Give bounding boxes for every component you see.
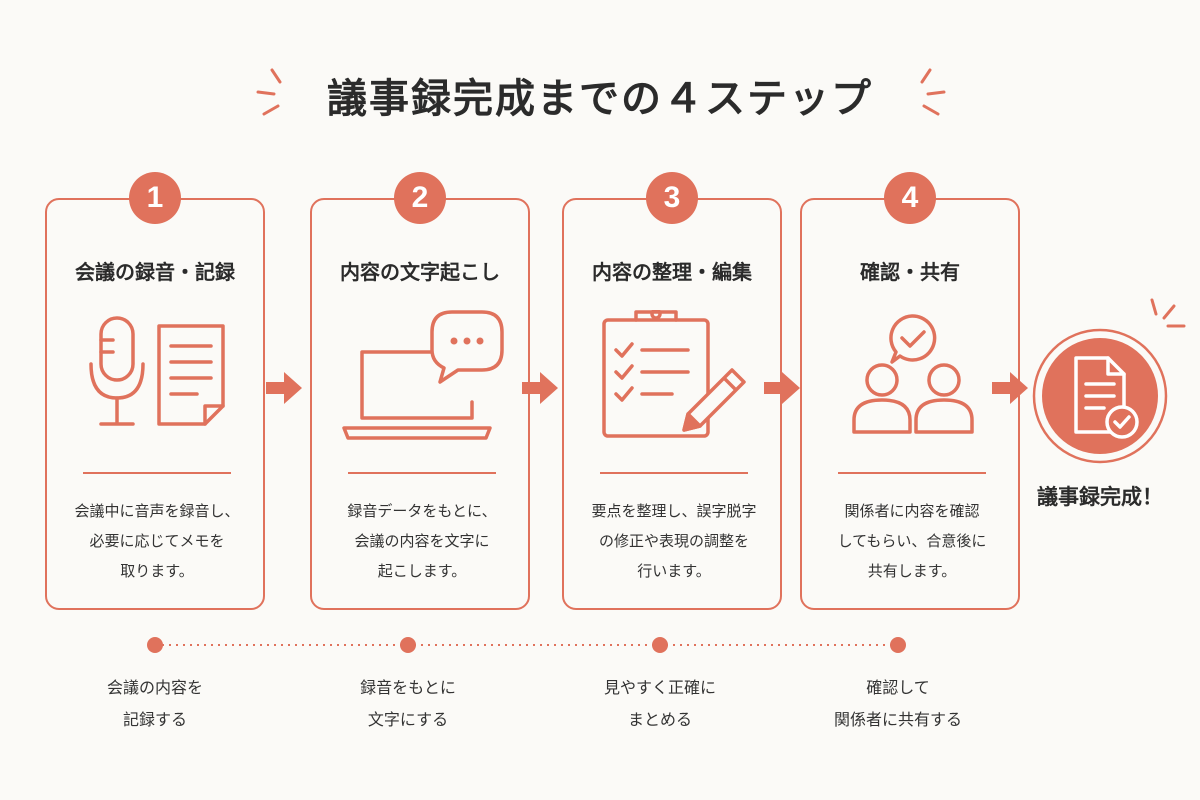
arrow-right-icon bbox=[522, 372, 558, 404]
desc-line: 要点を整理し、誤字脱字 bbox=[591, 502, 757, 520]
goal-badge bbox=[1032, 328, 1168, 464]
timeline-dot-1 bbox=[147, 637, 163, 653]
desc-line: してもらい、合意後に bbox=[837, 532, 987, 550]
step-2-illustration bbox=[342, 310, 504, 440]
step-summary-3: 見やすく正確に まとめる bbox=[560, 672, 760, 736]
summary-line: まとめる bbox=[627, 710, 692, 729]
step-title: 確認・共有 bbox=[860, 260, 960, 284]
summary-line: 記録する bbox=[122, 710, 187, 729]
summary-line: 見やすく正確に bbox=[603, 678, 716, 697]
microphone-icon bbox=[89, 316, 145, 426]
step-summary-4: 確認して 関係者に共有する bbox=[798, 672, 998, 736]
goal-sparkle-decoration bbox=[1150, 298, 1186, 328]
step-title: 会議の録音・記録 bbox=[75, 260, 235, 284]
check-bubble-icon bbox=[889, 314, 937, 364]
step-summary-1: 会議の内容を 記録する bbox=[55, 672, 255, 736]
desc-line: 共有します。 bbox=[867, 562, 957, 580]
summary-line: 会議の内容を bbox=[106, 678, 203, 697]
desc-line: 起こします。 bbox=[377, 562, 467, 580]
timeline bbox=[147, 637, 906, 653]
page-title: 議事録完成までの４ステップ bbox=[327, 76, 873, 122]
timeline-dot-2 bbox=[400, 637, 416, 653]
desc-line: 会議の内容を文字に bbox=[354, 532, 490, 550]
step-number-badge-1: 1 bbox=[129, 172, 181, 224]
step-card-1: 会議の録音・記録 会議中に音声を録音し、 必要に応じてメモを 取ります。 bbox=[45, 198, 265, 610]
step-title: 内容の文字起こし bbox=[340, 260, 500, 284]
pencil-icon bbox=[682, 368, 746, 432]
arrow-right-icon bbox=[764, 372, 800, 404]
divider bbox=[838, 472, 986, 474]
desc-line: 必要に応じてメモを bbox=[89, 532, 225, 550]
desc-line: の修正や表現の調整を bbox=[598, 532, 749, 550]
right-sparkle-decoration bbox=[920, 68, 946, 116]
step-card-3: 内容の整理・編集 要点を整理し、誤字脱字 の修正や表現の調整を 行います。 bbox=[562, 198, 782, 610]
timeline-dot-4 bbox=[890, 637, 906, 653]
clipboard-checklist-icon bbox=[602, 310, 710, 438]
summary-line: 関係者に共有する bbox=[833, 710, 962, 729]
arrow-right-icon bbox=[992, 372, 1028, 404]
document-icon bbox=[157, 324, 225, 426]
step-number-badge-2: 2 bbox=[394, 172, 446, 224]
divider bbox=[600, 472, 748, 474]
desc-line: 取ります。 bbox=[120, 562, 194, 580]
step-number-badge-3: 3 bbox=[646, 172, 698, 224]
arrow-right-icon bbox=[266, 372, 302, 404]
summary-line: 確認して bbox=[866, 678, 930, 697]
summary-line: 録音をもとに bbox=[360, 678, 456, 697]
desc-line: 録音データをもとに、 bbox=[347, 502, 497, 520]
left-sparkle-decoration bbox=[256, 68, 282, 116]
step-title: 内容の整理・編集 bbox=[592, 260, 752, 284]
step-1-illustration bbox=[89, 316, 225, 426]
people-icon bbox=[852, 363, 974, 434]
step-card-4: 確認・共有 関係者に内容を確認 してもらい、合意後に 共有します。 bbox=[800, 198, 1020, 610]
goal-label: 議事録完成！ bbox=[1037, 485, 1163, 509]
desc-line: 会議中に音声を録音し、 bbox=[74, 502, 240, 520]
desc-line: 行います。 bbox=[637, 562, 711, 580]
speech-bubble-icon bbox=[430, 310, 504, 384]
step-description: 録音データをもとに、 会議の内容を文字に 起こします。 bbox=[322, 496, 522, 586]
desc-line: 関係者に内容を確認 bbox=[844, 502, 980, 520]
divider bbox=[83, 472, 231, 474]
timeline-dot-3 bbox=[652, 637, 668, 653]
step-4-illustration bbox=[852, 314, 974, 434]
step-card-2: 内容の文字起こし 録音データをもとに、 会議の内容を文字に 起こします。 bbox=[310, 198, 530, 610]
step-description: 要点を整理し、誤字脱字 の修正や表現の調整を 行います。 bbox=[574, 496, 774, 586]
step-description: 会議中に音声を録音し、 必要に応じてメモを 取ります。 bbox=[57, 496, 257, 586]
summary-line: 文字にする bbox=[367, 710, 449, 729]
step-3-illustration bbox=[602, 310, 746, 438]
step-summary-2: 録音をもとに 文字にする bbox=[308, 672, 508, 736]
step-number-badge-4: 4 bbox=[884, 172, 936, 224]
document-check-icon bbox=[1074, 356, 1139, 439]
divider bbox=[348, 472, 496, 474]
laptop-icon bbox=[342, 350, 492, 440]
step-description: 関係者に内容を確認 してもらい、合意後に 共有します。 bbox=[812, 496, 1012, 586]
